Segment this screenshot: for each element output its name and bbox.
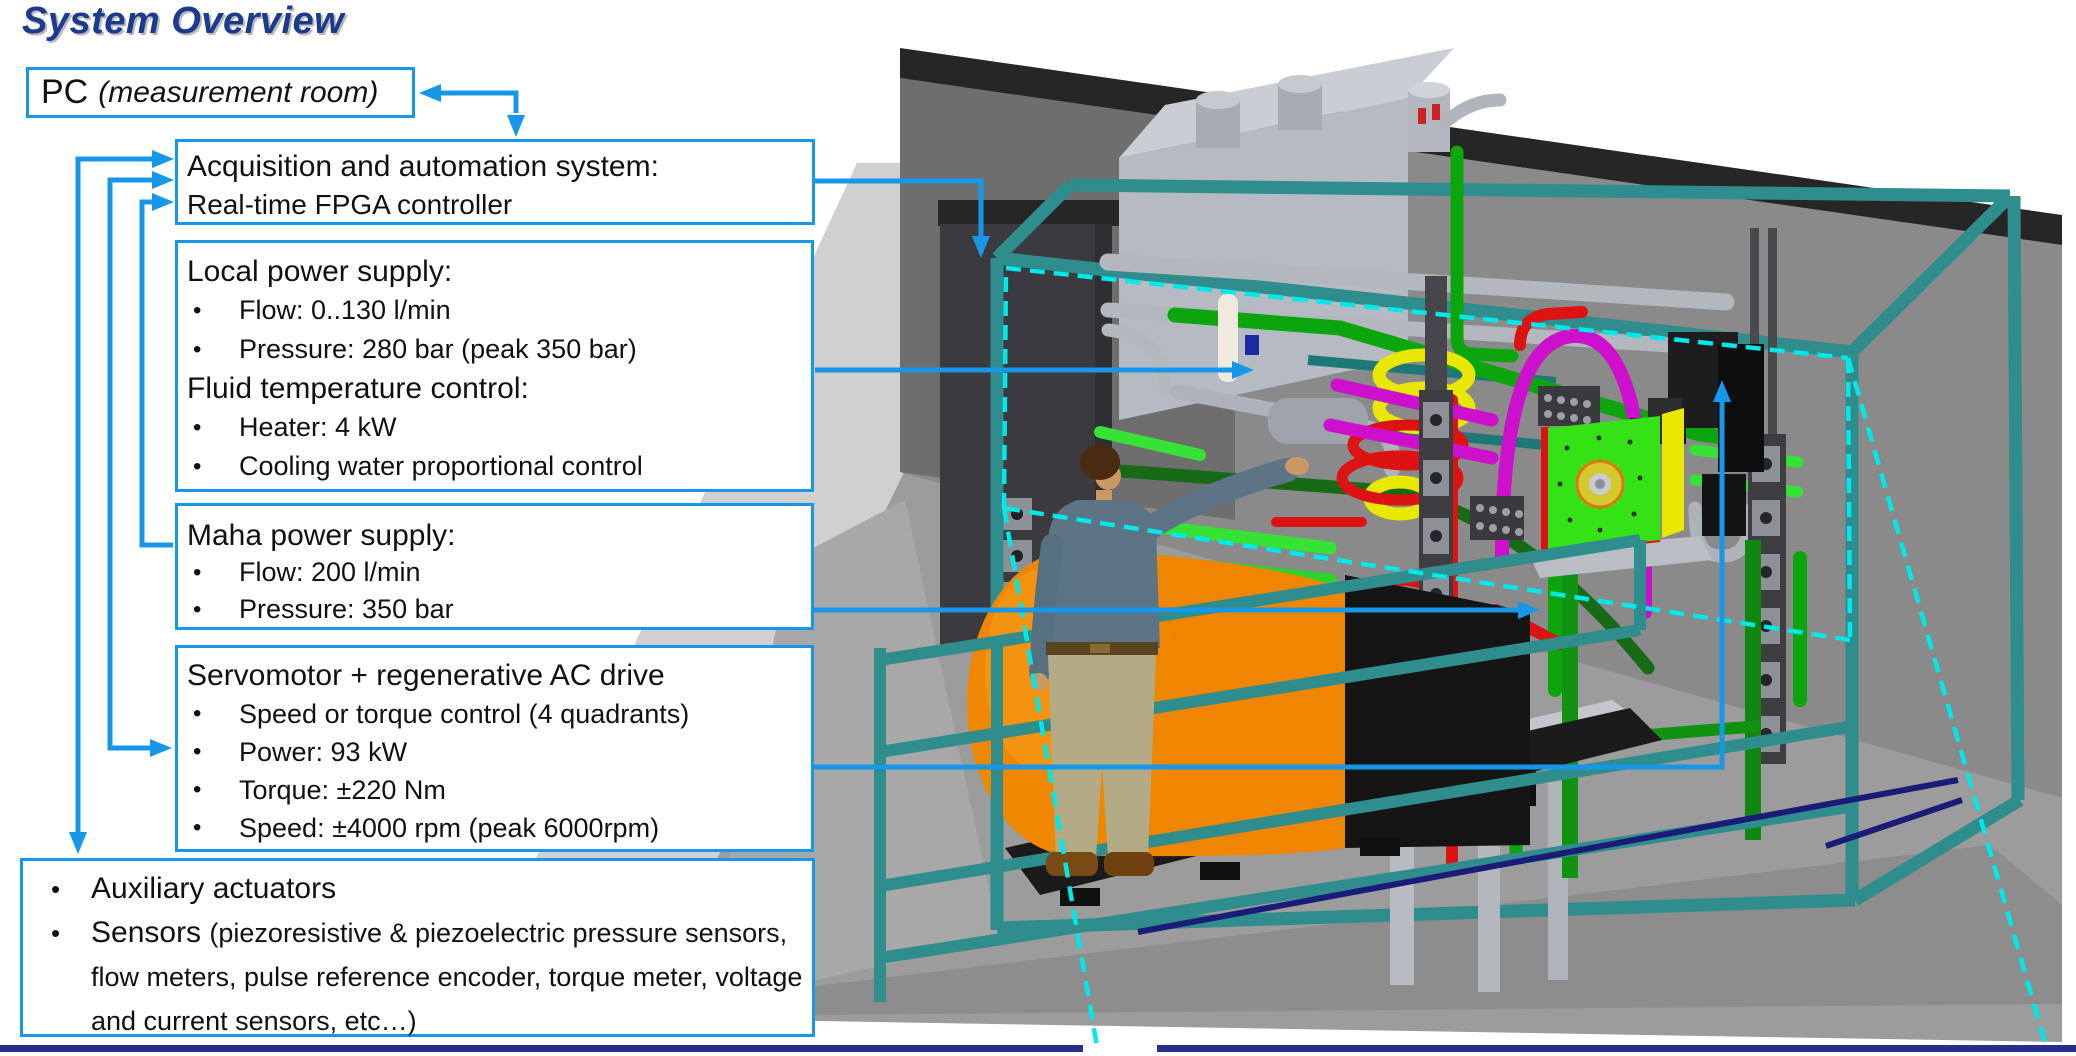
servomotor-heading: Servomotor + regenerative AC drive [187, 659, 665, 692]
maha-power-heading: Maha power supply: [187, 519, 456, 552]
maha-power-box: Maha power supply: Flow: 200 l/minPressu… [175, 503, 814, 630]
fluid-temp-list: Heater: 4 kWCooling water proportional c… [187, 408, 811, 486]
acquisition-box: Acquisition and automation system: Real-… [175, 139, 815, 225]
shoe-right [1104, 852, 1154, 876]
tank-port-cylinders [1196, 75, 1322, 148]
list-item: Flow: 0..130 l/min [187, 291, 811, 330]
list-item: Speed: ±4000 rpm (peak 6000rpm) [187, 809, 811, 847]
pc-note: (measurement room) [98, 75, 379, 109]
footer-rule-right [1157, 1045, 2076, 1052]
auxiliary-list: Auxiliary actuators Sensors (piezoresist… [33, 867, 804, 1043]
list-item: Flow: 200 l/min [187, 554, 811, 591]
pc-box: PC (measurement room) [26, 67, 415, 118]
hand [1285, 457, 1309, 475]
auxiliary-sensors-box: Auxiliary actuators Sensors (piezoresist… [20, 858, 815, 1037]
list-item: Sensors (piezoresistive & piezoelectric … [33, 911, 804, 1043]
oil-reservoir-tank [1119, 48, 1507, 420]
fluid-temp-heading: Fluid temperature control: [187, 372, 529, 405]
list-item: Cooling water proportional control [187, 447, 811, 486]
local-power-box: Local power supply: Flow: 0..130 l/minPr… [175, 240, 814, 492]
callout-line-left [1001, 507, 1101, 1053]
detail-callout-dashed [1001, 265, 2049, 1053]
servomotor-list: Speed or torque control (4 quadrants)Pow… [187, 695, 811, 847]
servomotor-box: Servomotor + regenerative AC drive Speed… [175, 645, 814, 852]
tank-chimney [1408, 82, 1507, 152]
local-power-heading: Local power supply: [187, 255, 453, 288]
acquisition-line1: Acquisition and automation system: [187, 150, 659, 183]
acquisition-line2: Real-time FPGA controller [187, 189, 513, 220]
list-item: Speed or torque control (4 quadrants) [187, 695, 811, 733]
shoe-left [1046, 852, 1098, 876]
hair [1080, 444, 1120, 480]
list-item: Torque: ±220 Nm [187, 771, 811, 809]
maha-power-list: Flow: 200 l/minPressure: 350 bar [187, 554, 811, 628]
local-power-list: Flow: 0..130 l/minPressure: 280 bar (pea… [187, 291, 811, 369]
floor-pipes-navy [1137, 777, 1963, 935]
list-item: Pressure: 280 bar (peak 350 bar) [187, 330, 811, 369]
list-item: Auxiliary actuators [33, 867, 804, 911]
navy-valve [1245, 335, 1259, 355]
list-item: Pressure: 350 bar [187, 591, 811, 628]
pc-label: PC [41, 73, 89, 111]
footer-rule-left [0, 1045, 1083, 1052]
page-title: System Overview [22, 0, 345, 42]
list-item: Heater: 4 kW [187, 408, 811, 447]
cream-stub [1218, 294, 1238, 382]
list-item: Power: 93 kW [187, 733, 811, 771]
